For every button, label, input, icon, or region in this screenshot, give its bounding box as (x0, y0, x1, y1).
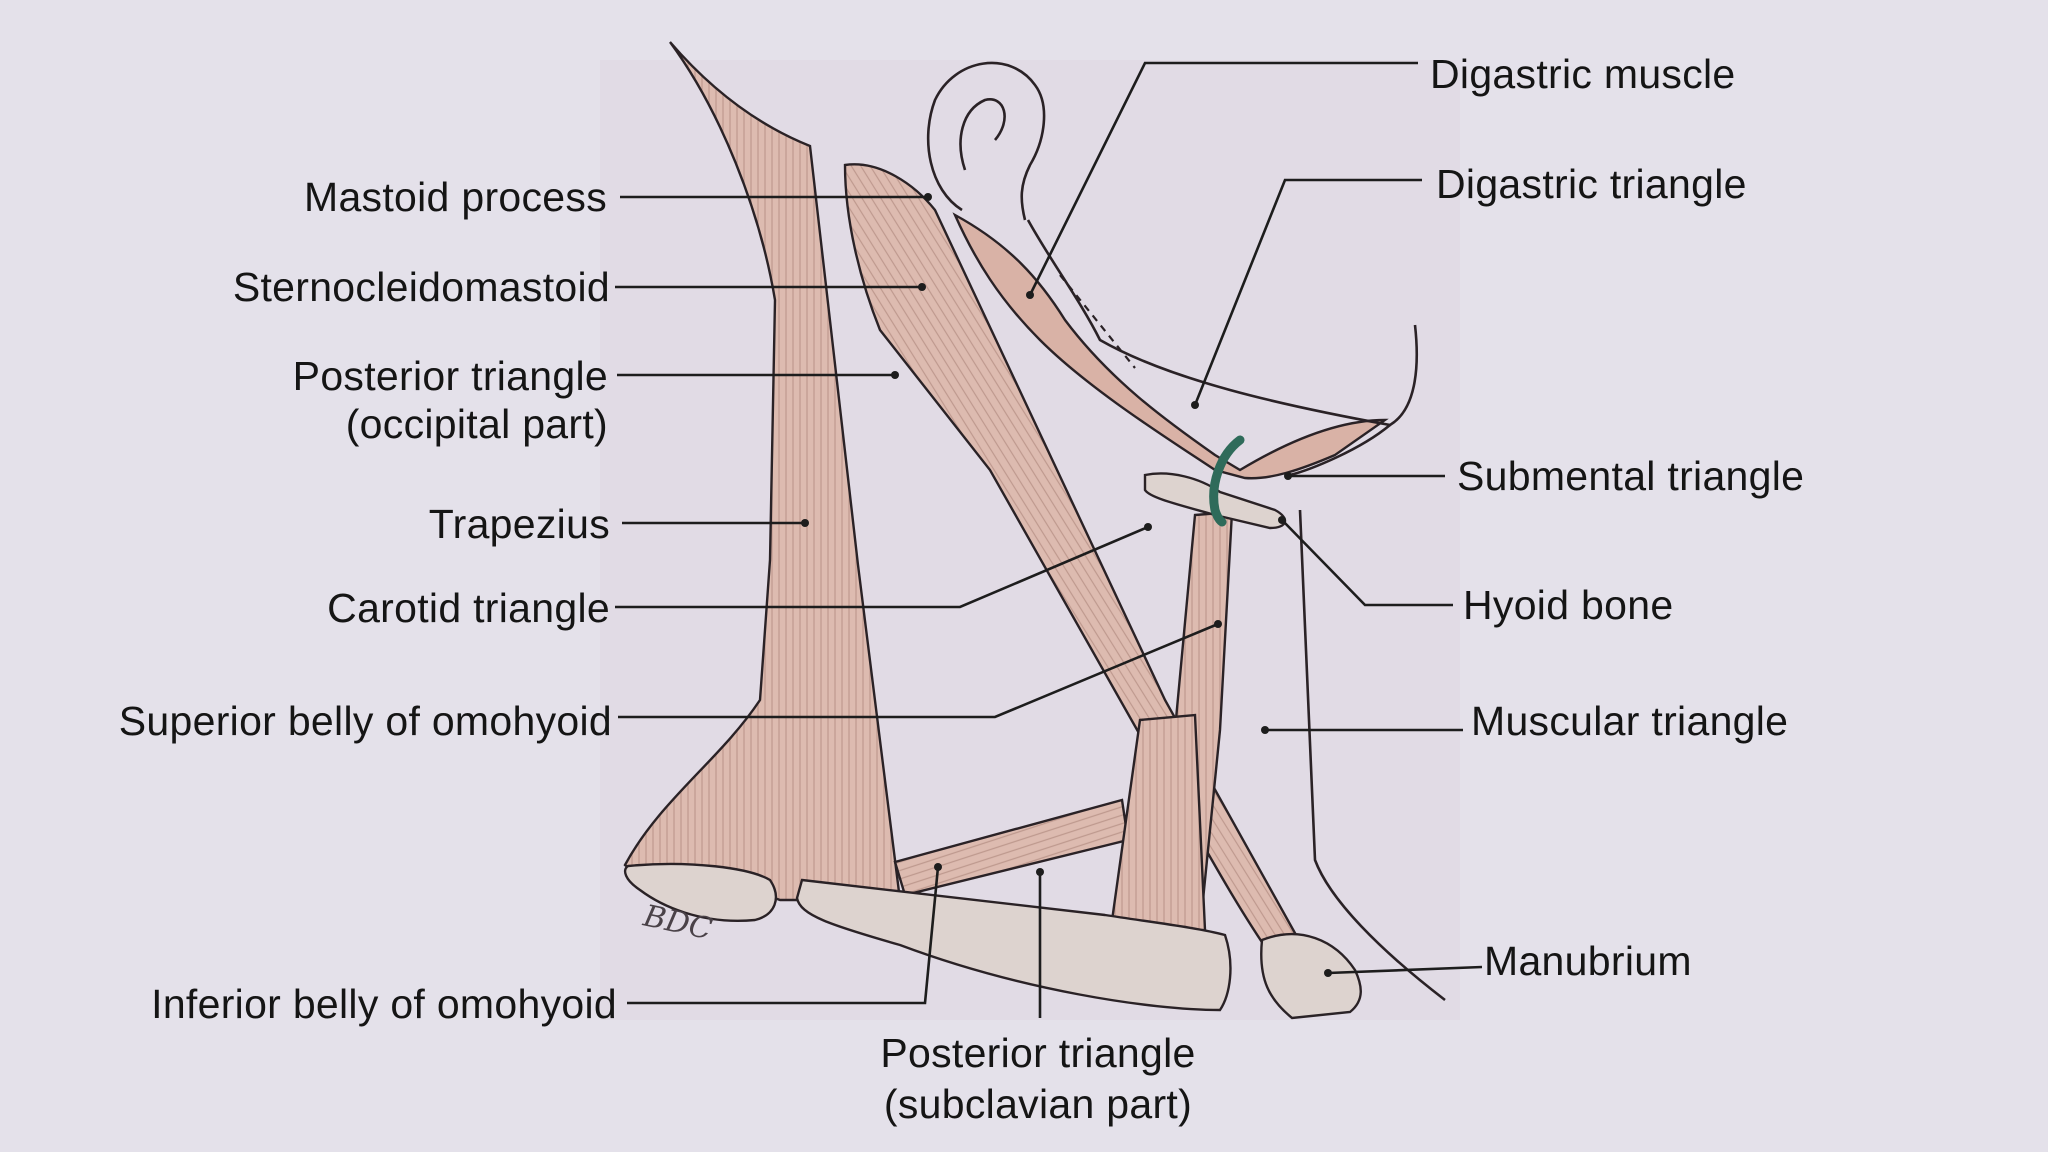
label-submental-triangle: Submental triangle (1457, 453, 1804, 499)
label-inferior-belly-omohyoid: Inferior belly of omohyoid (151, 981, 617, 1027)
digastric-dashed-line (1059, 274, 1136, 369)
leader-carotid-triangle (615, 525, 1149, 609)
ear-inner (959, 98, 1006, 171)
label-mastoid-process: Mastoid process (304, 174, 607, 220)
label-digastric-triangle: Digastric triangle (1436, 161, 1747, 207)
ear-outline (926, 61, 1046, 221)
anterior-midline (1298, 509, 1446, 1002)
label-posterior-triangle-occipital-line2: (occipital part) (346, 401, 608, 447)
label-sternocleidomastoid: Sternocleidomastoid (233, 264, 610, 310)
label-trapezius: Trapezius (429, 501, 610, 547)
label-superior-belly-omohyoid: Superior belly of omohyoid (119, 698, 612, 744)
label-hyoid-bone: Hyoid bone (1463, 582, 1673, 628)
acromion-bone (624, 862, 777, 922)
digastric-muscle (952, 212, 1389, 480)
manubrium-bone (1260, 932, 1362, 1020)
leader-digastric-muscle (1028, 61, 1418, 296)
label-muscular-triangle: Muscular triangle (1471, 698, 1788, 744)
label-manubrium: Manubrium (1484, 938, 1692, 984)
leader-inferior-belly-omohyoid (627, 866, 940, 1005)
leader-superior-belly-omohyoid (618, 622, 1219, 719)
leader-hyoid-bone (1281, 519, 1453, 607)
clavicle-bone (795, 878, 1232, 1012)
leader-manubrium (1327, 965, 1483, 975)
label-carotid-triangle: Carotid triangle (327, 585, 610, 631)
hyoid-ring (1209, 435, 1245, 527)
neck-front-outline (1289, 424, 1391, 477)
trapezius-muscle (623, 41, 902, 902)
label-posterior-triangle-subclavian-line2: (subclavian part) (884, 1081, 1192, 1127)
leader-digastric-triangle (1193, 178, 1422, 406)
label-posterior-triangle-subclavian-line1: Posterior triangle (880, 1030, 1195, 1076)
label-posterior-triangle-occipital-line1: Posterior triangle (293, 353, 608, 399)
label-digastric-muscle: Digastric muscle (1430, 51, 1736, 97)
